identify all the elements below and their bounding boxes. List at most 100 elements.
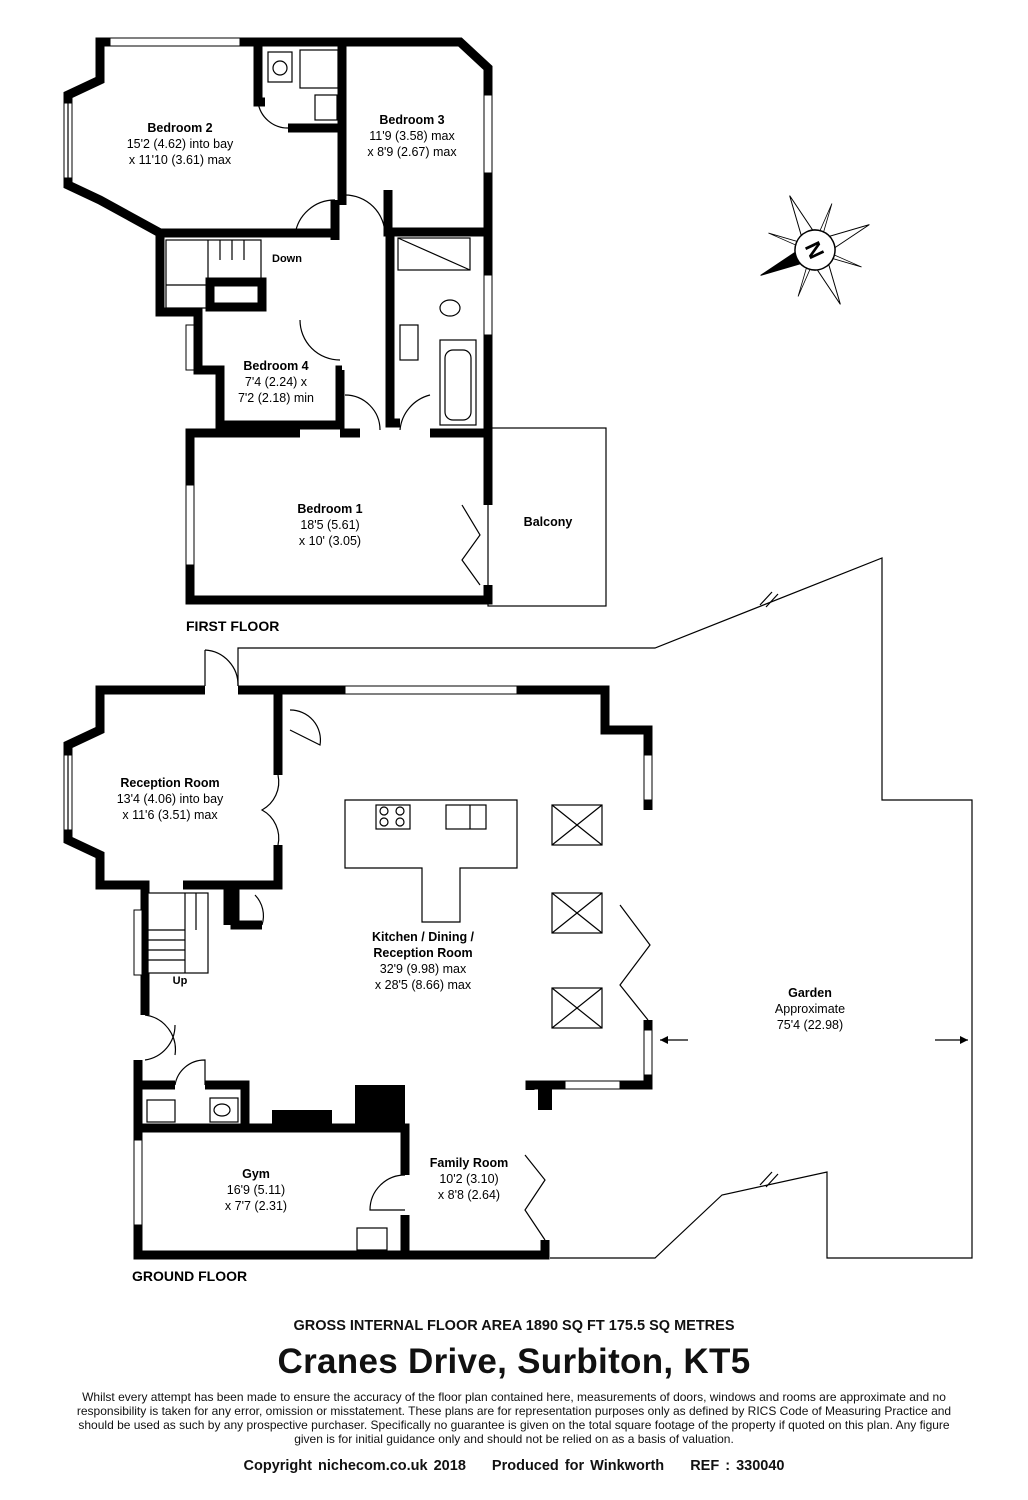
skylight-1 [551, 804, 603, 846]
skylight-3 [551, 987, 603, 1029]
family-room-bifold-doors [524, 1154, 546, 1241]
gym-basin [356, 1227, 388, 1251]
pillar [355, 1085, 405, 1128]
bedroom-4-dim1: 7'4 (2.24) x [245, 375, 308, 389]
bedroom-3-name: Bedroom 3 [379, 113, 444, 127]
bedroom-3-dim2: x 8'9 (2.67) max [367, 145, 457, 159]
stairs-down-label: Down [272, 253, 302, 265]
gym-dim2: x 7'7 (2.31) [225, 1199, 287, 1213]
kitchen-bifold-doors [619, 904, 651, 1021]
bathroom-door [399, 394, 431, 431]
bathroom-window [483, 274, 493, 336]
footer: GROSS INTERNAL FLOOR AREA 1890 SQ FT 175… [0, 1318, 1028, 1474]
bedroom-4-window [185, 324, 195, 371]
gym-door [369, 1174, 406, 1211]
balcony-outline [487, 427, 607, 607]
first-floor: Bedroom 2 15'2 (4.62) into bay x 11'10 (… [63, 37, 607, 634]
kitchen-name-line2: Reception Room [373, 946, 472, 960]
bedroom-3-door [344, 194, 386, 236]
bedroom-3-lower-wall [383, 190, 488, 237]
bedroom-1-door [344, 394, 381, 431]
garden-dim2: 75'4 (22.98) [777, 1018, 843, 1032]
kitchen-name-line1: Kitchen / Dining / [372, 930, 475, 944]
wc-basin [146, 1099, 176, 1123]
garden-name: Garden [788, 986, 832, 1000]
bedroom-1-dim2: x 10' (3.05) [299, 534, 361, 548]
copyright-line: Copyright nichecom.co.uk 2018 Produced f… [0, 1458, 1028, 1474]
bedroom-2-dim2: x 11'10 (3.61) max [129, 153, 232, 167]
gym-name: Gym [242, 1167, 270, 1181]
skylight-strip [344, 685, 518, 695]
ground-outer-walls [63, 685, 205, 1015]
kitchen-corner-door [289, 709, 322, 746]
bathroom-left-wall [385, 232, 400, 428]
understairs-wall [183, 880, 233, 925]
reception-lower-wall [230, 845, 283, 930]
bedroom-4-door [299, 319, 341, 361]
property-address: Cranes Drive, Surbiton, KT5 [277, 1342, 751, 1381]
ground-floor: Reception Room 13'4 (4.06) into bay x 11… [63, 649, 653, 1284]
ground-top-wall [238, 685, 653, 810]
bedroom-3-window [483, 94, 493, 174]
gym-dim1: 16'9 (5.11) [227, 1183, 285, 1197]
stair-window [133, 909, 143, 976]
kitchen-dim1: 32'9 (9.98) max [380, 962, 467, 976]
sink [445, 804, 487, 830]
ensuite-door [257, 101, 289, 129]
bedroom-4-name: Bedroom 4 [243, 359, 308, 373]
garden-boundary [237, 557, 973, 1259]
ground-floor-staircase [147, 892, 209, 974]
reception-doors [260, 774, 280, 846]
wc-toilet [209, 1097, 239, 1123]
reference-text: REF : 330040 [690, 1458, 785, 1474]
first-floor-label: FIRST FLOOR [186, 618, 279, 634]
bedroom-4-dim2: 7'2 (2.18) min [238, 391, 314, 405]
ground-floor-label: GROUND FLOOR [132, 1268, 247, 1284]
bedroom-1-dim1: 18'5 (5.61) [300, 518, 359, 532]
skylight-2 [551, 892, 603, 934]
kitchen-rear-window [643, 1029, 653, 1076]
bedroom-1-window [185, 484, 195, 566]
gym-top-wall [138, 1123, 410, 1175]
cupboard-door [254, 894, 265, 926]
family-room-dim2: x 8'8 (2.64) [438, 1188, 500, 1202]
copyright-text: Copyright nichecom.co.uk 2018 [243, 1458, 466, 1474]
bedroom-2-name: Bedroom 2 [147, 121, 212, 135]
disclaimer-text: Whilst every attempt has been made to en… [76, 1390, 952, 1446]
floor-plan: Bedroom 2 15'2 (4.62) into bay x 11'10 (… [63, 37, 973, 1284]
ensuite-toilet [267, 51, 293, 83]
ensuite-shower [299, 49, 339, 89]
bathroom-toilet [439, 299, 461, 317]
bedroom-2-dim1: 15'2 (4.62) into bay [127, 137, 234, 151]
stair-block-walls [155, 233, 345, 430]
bedroom-1-walls [185, 428, 493, 605]
gym-window [133, 1139, 143, 1226]
bedroom-2-door [294, 199, 336, 236]
first-floor-staircase [165, 239, 267, 312]
bedroom-2-top-window [109, 37, 241, 47]
garden: Garden Approximate 75'4 (22.98) [237, 557, 973, 1259]
side-doors [144, 1014, 176, 1061]
kitchen-dim2: x 28'5 (8.66) max [375, 978, 472, 992]
rear-window [564, 1080, 621, 1090]
reception-dim2: x 11'6 (3.51) max [122, 808, 218, 822]
kitchen-side-window [643, 754, 653, 801]
bedroom-1-name: Bedroom 1 [297, 502, 362, 516]
reception-dim1: 13'4 (4.06) into bay [117, 792, 224, 806]
compass-rose: N [760, 195, 870, 305]
reception-name: Reception Room [120, 776, 219, 790]
garden-dim1: Approximate [775, 1002, 845, 1016]
balcony-name: Balcony [524, 515, 573, 529]
kitchen-island [344, 799, 518, 923]
rear-wall [525, 1020, 653, 1090]
bedroom-2-walls [63, 37, 493, 440]
ensuite-basin [314, 94, 338, 121]
ensuite-wall [253, 42, 265, 107]
wc-door [174, 1059, 206, 1086]
family-room-name: Family Room [430, 1156, 509, 1170]
stairs-up-label: Up [173, 975, 188, 987]
gross-internal-area: GROSS INTERNAL FLOOR AREA 1890 SQ FT 175… [293, 1318, 735, 1334]
bedroom-3-dim1: 11'9 (3.58) max [369, 129, 455, 143]
balcony-doors [461, 504, 481, 586]
produced-for-text: Produced for Winkworth [491, 1458, 665, 1474]
